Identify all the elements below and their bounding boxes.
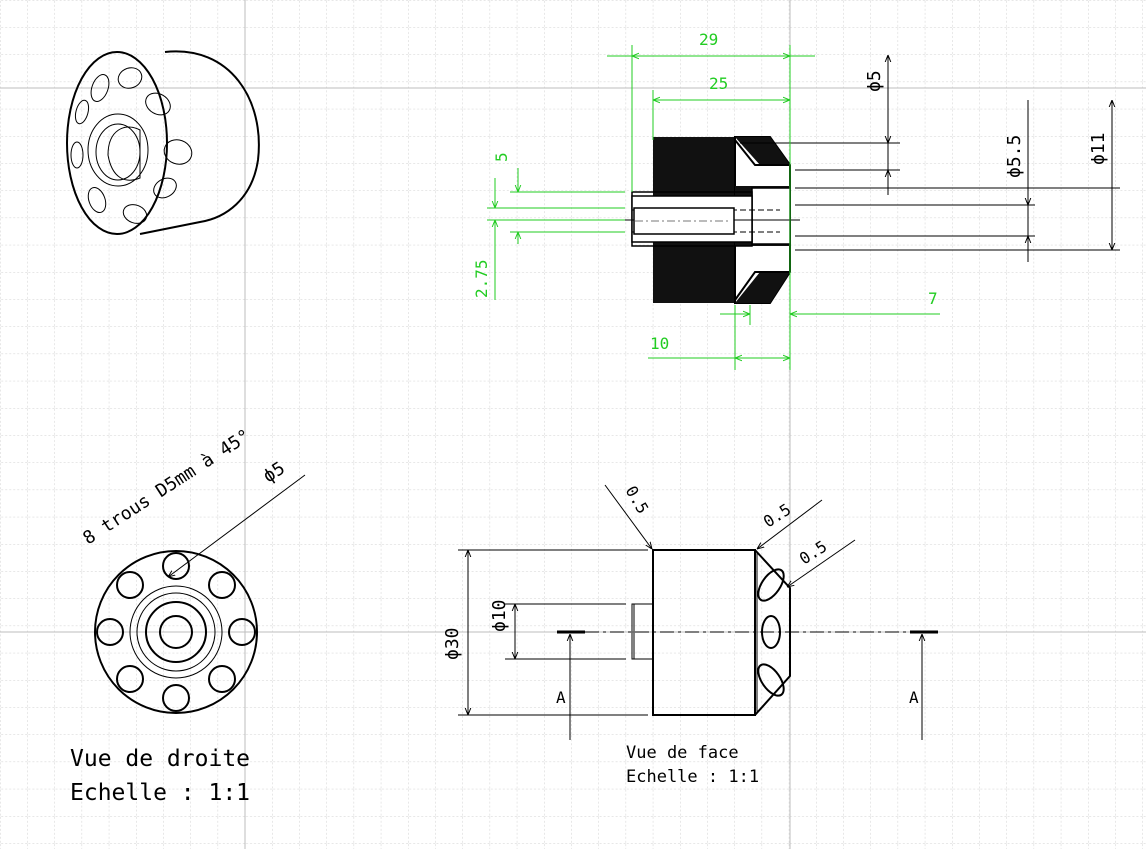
cut-label-right: A (909, 688, 919, 707)
dim-29: 29 (699, 30, 718, 49)
dim-dia-10: ϕ10 (489, 599, 510, 632)
dim-dia-5: ϕ5 (864, 70, 885, 92)
section-view: 29 25 5 2.75 7 10 ϕ5 ϕ5.5 ϕ11 (472, 30, 1120, 370)
dim-7: 7 (928, 289, 938, 308)
caption-front-view-title: Vue de face (626, 743, 739, 763)
front-view: A A ϕ30 ϕ10 0.5 0.5 0.5 Vue de face Eche… (442, 483, 938, 787)
dim-2-75: 2.75 (472, 259, 491, 298)
dim-dia-5-5: ϕ5.5 (1004, 135, 1025, 178)
dim-5-green: 5 (492, 152, 511, 162)
dim-25: 25 (709, 74, 728, 93)
caption-right-view-scale: Echelle : 1:1 (70, 780, 250, 806)
caption-right-view-title: Vue de droite (70, 746, 250, 772)
isometric-view (66, 50, 260, 235)
dim-10: 10 (650, 334, 669, 353)
dim-dia-11: ϕ11 (1088, 132, 1109, 165)
dim-dia-30: ϕ30 (442, 627, 463, 660)
cut-label-left: A (556, 688, 566, 707)
caption-front-view-scale: Echelle : 1:1 (626, 767, 759, 787)
